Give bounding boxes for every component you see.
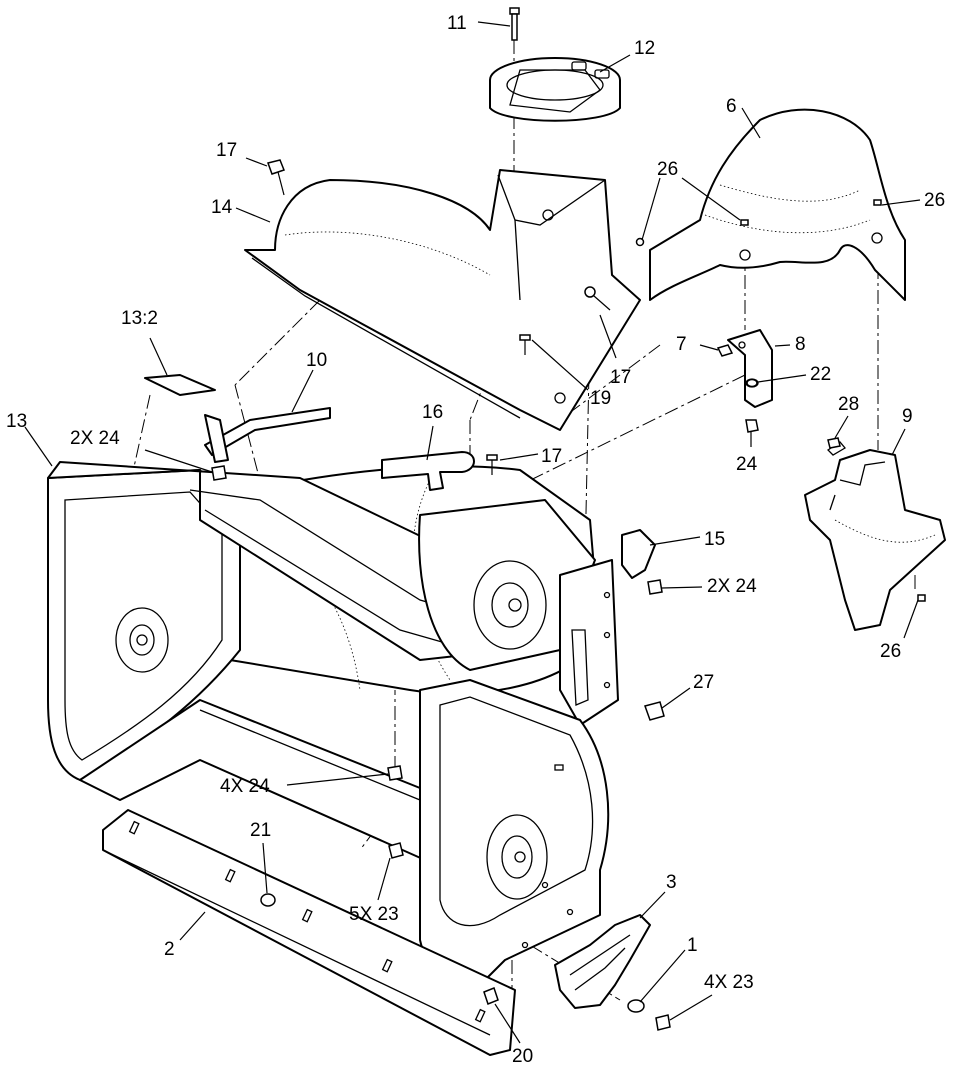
decal bbox=[144, 374, 216, 396]
label-15: 15 bbox=[704, 529, 725, 550]
label-13-2: 13:2 bbox=[121, 308, 158, 329]
chute-handle bbox=[381, 451, 475, 491]
brace bbox=[204, 407, 331, 463]
chute-deflector bbox=[649, 108, 906, 301]
label-24: 24 bbox=[736, 454, 758, 475]
callout-labels: 11 12 6 17 26 26 14 13:2 10 7 8 22 17 19… bbox=[6, 13, 945, 1067]
hardware bbox=[211, 7, 926, 1031]
scraper-bar bbox=[102, 809, 516, 1056]
label-14: 14 bbox=[211, 197, 233, 218]
label-28: 28 bbox=[838, 394, 859, 415]
label-16: 16 bbox=[422, 402, 443, 423]
label-2: 2 bbox=[164, 939, 175, 960]
deflector-bracket bbox=[727, 329, 773, 408]
label-7: 7 bbox=[676, 334, 687, 355]
label-12: 12 bbox=[634, 38, 655, 59]
label-17-right: 17 bbox=[610, 367, 631, 388]
label-3: 3 bbox=[666, 872, 677, 893]
label-19: 19 bbox=[590, 388, 611, 409]
label-13: 13 bbox=[6, 411, 27, 432]
label-2x24-left: 2X 24 bbox=[70, 428, 120, 449]
label-17-top: 17 bbox=[216, 140, 237, 161]
label-26-bottom: 26 bbox=[880, 641, 901, 662]
label-4x23: 4X 23 bbox=[704, 972, 754, 993]
label-1: 1 bbox=[687, 935, 698, 956]
label-10: 10 bbox=[306, 350, 327, 371]
label-8: 8 bbox=[795, 334, 806, 355]
label-21: 21 bbox=[250, 820, 271, 841]
label-6: 6 bbox=[726, 96, 737, 117]
label-22: 22 bbox=[810, 364, 831, 385]
label-20: 20 bbox=[512, 1046, 533, 1067]
side-bracket bbox=[621, 529, 656, 579]
label-27: 27 bbox=[693, 672, 714, 693]
label-9: 9 bbox=[902, 406, 913, 427]
label-26-left: 26 bbox=[657, 159, 678, 180]
leader-lines bbox=[24, 21, 921, 1044]
discharge-cover bbox=[244, 169, 641, 431]
label-26-right: 26 bbox=[924, 190, 945, 211]
chute-ring bbox=[489, 57, 621, 122]
label-11: 11 bbox=[447, 13, 467, 34]
label-5x23: 5X 23 bbox=[349, 904, 399, 925]
auger-housing bbox=[47, 461, 619, 986]
lower-deflector bbox=[804, 441, 946, 631]
label-2x24-right: 2X 24 bbox=[707, 576, 757, 597]
label-17-mid: 17 bbox=[541, 446, 562, 467]
label-4x24: 4X 24 bbox=[220, 776, 270, 797]
skid-shoe bbox=[554, 914, 651, 1009]
